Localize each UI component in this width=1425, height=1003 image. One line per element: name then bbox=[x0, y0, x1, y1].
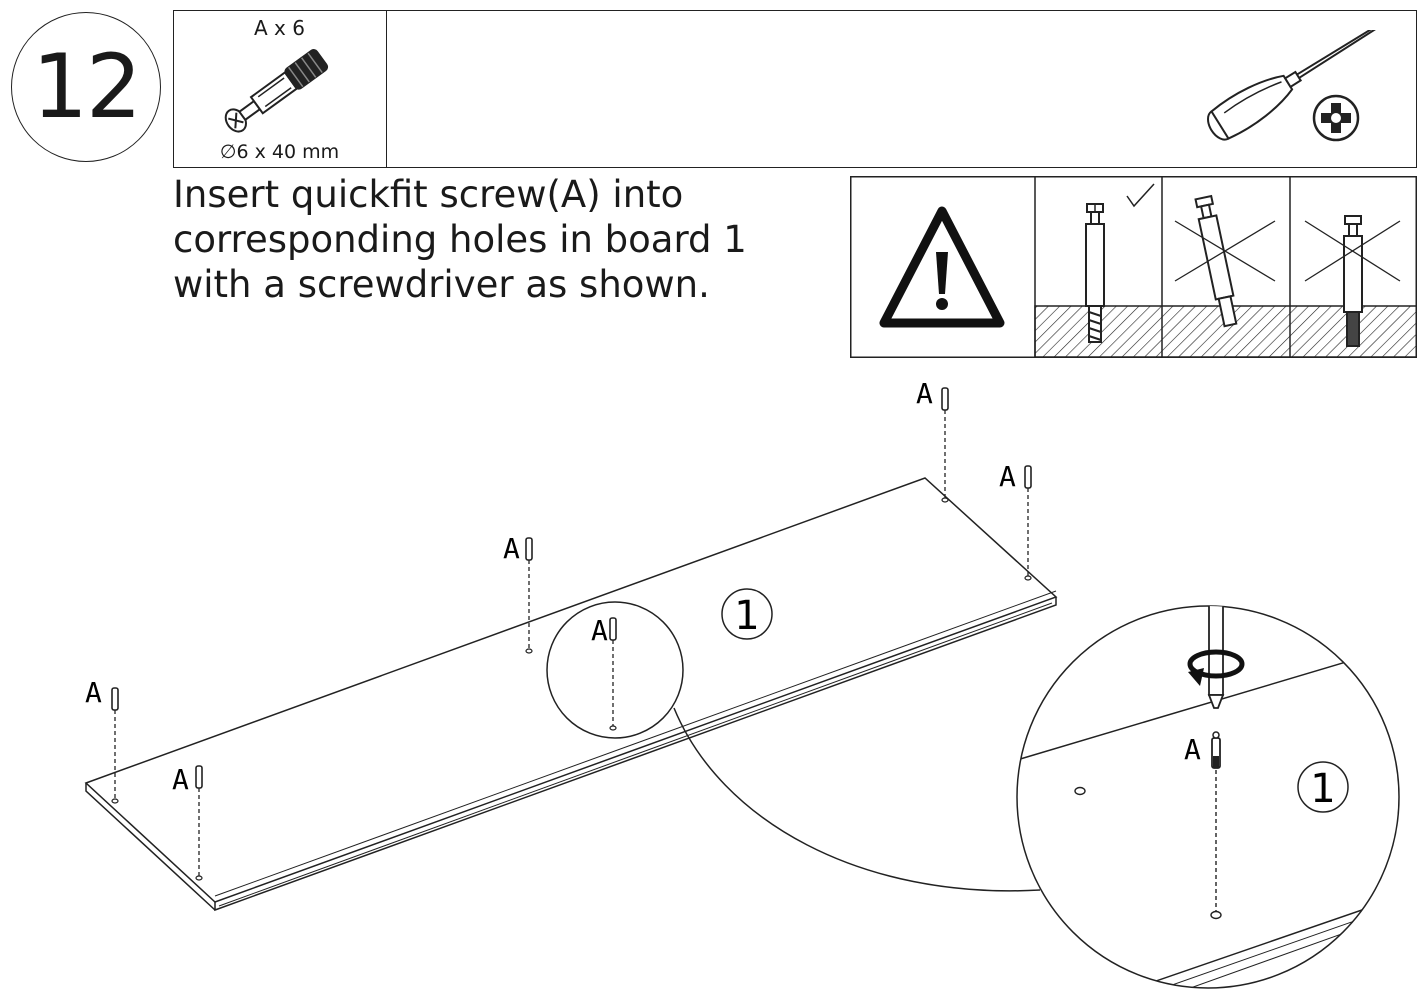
phillips-head-icon bbox=[1312, 94, 1360, 142]
part-quantity: A x 6 bbox=[254, 16, 305, 40]
screw-label: A bbox=[172, 763, 189, 796]
instruction-text: Insert quickfit screw(A) into correspond… bbox=[173, 172, 813, 307]
parts-divider bbox=[386, 10, 387, 168]
screw-label: A bbox=[503, 532, 520, 565]
board-number: 1 bbox=[734, 593, 759, 639]
zoom-screw-label: A bbox=[1184, 733, 1201, 766]
cross-mark-icon bbox=[1304, 220, 1401, 282]
quickfit-screw-icon bbox=[224, 49, 329, 133]
detail-circle bbox=[546, 601, 684, 739]
board-1 bbox=[84, 477, 1058, 912]
insertion-guides bbox=[114, 410, 1029, 876]
tilted-screw-illustration bbox=[1194, 194, 1238, 328]
part-size: ∅6 x 40 mm bbox=[219, 141, 340, 163]
instruction-line: with a screwdriver as shown. bbox=[173, 263, 710, 306]
callout-line bbox=[673, 707, 1041, 892]
screw-label: A bbox=[916, 377, 933, 410]
instruction-line: corresponding holes in board 1 bbox=[173, 218, 747, 261]
screw-markers bbox=[111, 387, 1032, 789]
screw-label: A bbox=[591, 614, 608, 647]
screw-labels: A A A A A A A bbox=[85, 377, 1201, 796]
warning-panel bbox=[850, 176, 1417, 358]
parts-panel bbox=[173, 10, 1417, 168]
board-number-badge bbox=[721, 588, 773, 640]
step-number: 12 bbox=[32, 35, 142, 138]
board-holes bbox=[111, 497, 1032, 881]
cross-mark-icon bbox=[1174, 220, 1276, 282]
zoom-board-number-badge bbox=[1297, 761, 1349, 813]
warning-triangle-icon bbox=[879, 206, 1005, 328]
screw-label: A bbox=[999, 460, 1016, 493]
check-mark-icon bbox=[1126, 183, 1155, 208]
instruction-line: Insert quickfit screw(A) into bbox=[173, 173, 684, 216]
zoom-board-number: 1 bbox=[1310, 766, 1335, 812]
correct-screw-illustration bbox=[1085, 203, 1105, 343]
rotation-arrow-icon bbox=[1187, 649, 1245, 686]
screwdriver-icon bbox=[1207, 30, 1383, 141]
step-number-badge: 12 bbox=[11, 12, 161, 162]
zoom-detail bbox=[1016, 605, 1400, 989]
screw-label: A bbox=[85, 676, 102, 709]
loose-screw-illustration bbox=[1343, 215, 1363, 347]
